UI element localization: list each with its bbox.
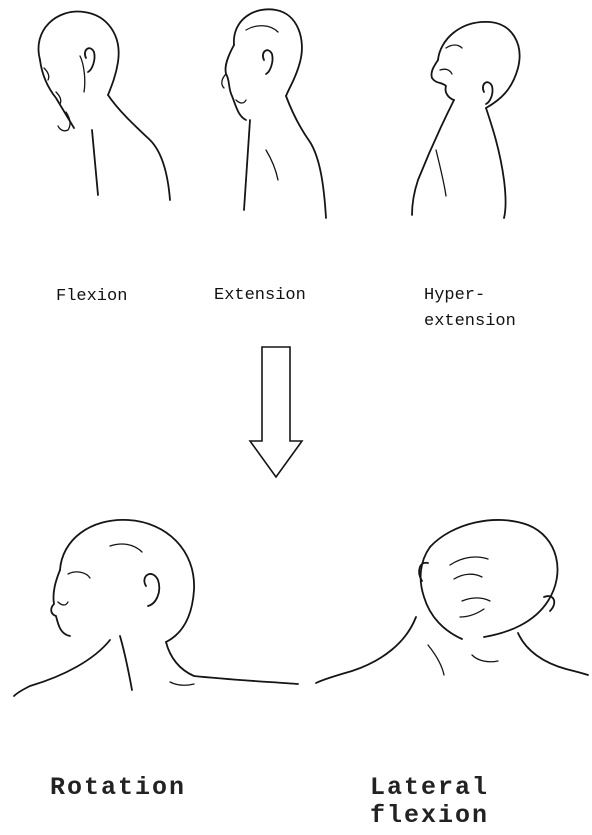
hyperextension-figure [400,0,580,230]
extension-label: Extension [214,284,306,307]
flexion-figure [22,0,182,230]
lateral-flexion-label-line1: Lateral [370,772,489,803]
down-arrow-icon [248,345,304,480]
lateral-flexion-figure [312,505,592,705]
flexion-label: Flexion [56,285,127,308]
extension-figure [206,0,346,230]
hyperextension-label-line1: Hyper- [424,284,485,307]
rotation-figure [10,510,305,705]
rotation-label: Rotation [50,772,186,803]
hyperextension-label-line2: extension [424,310,516,333]
lateral-flexion-label-line2: flexion [370,800,489,831]
